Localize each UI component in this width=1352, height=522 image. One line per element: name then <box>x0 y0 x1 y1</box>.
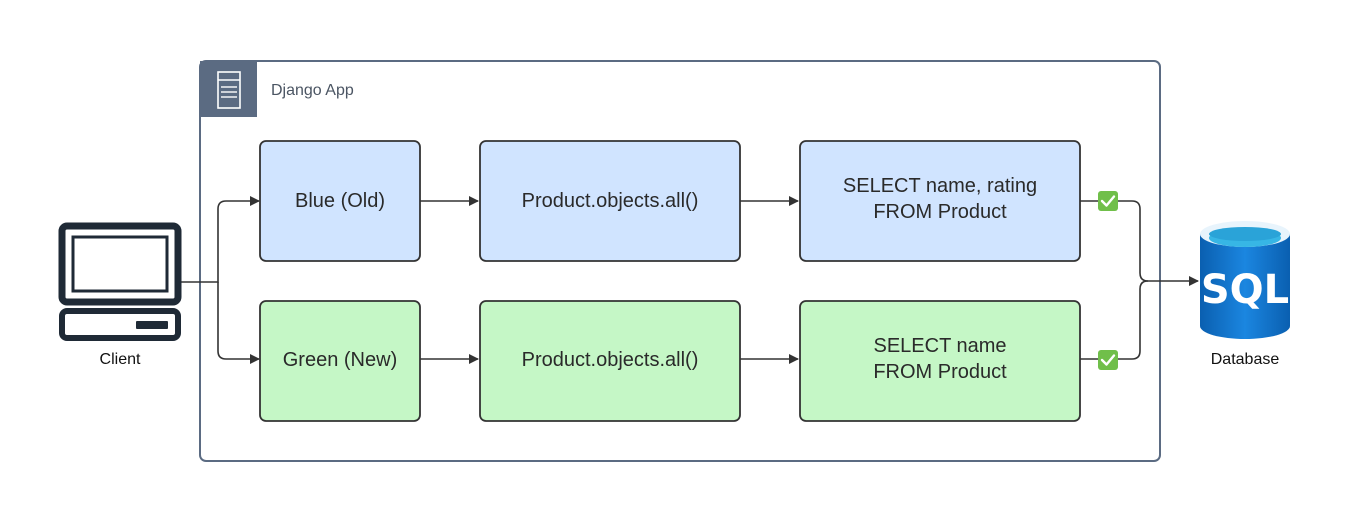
blue-version-box: Blue (Old) <box>259 140 421 262</box>
green-sql-line-2: FROM Product <box>873 361 1007 383</box>
server-icon <box>200 61 257 117</box>
blue-sql-line-1: SELECT name, rating <box>843 175 1037 197</box>
blue-version-label: Blue (Old) <box>295 190 385 212</box>
client-node: Client <box>58 222 182 368</box>
checkmark-icon <box>1098 350 1118 370</box>
database-node: SQL Database <box>1200 221 1290 368</box>
green-orm-label: Product.objects.all() <box>522 349 699 371</box>
client-label: Client <box>100 351 141 368</box>
green-version-box: Green (New) <box>259 300 421 422</box>
connectors <box>180 196 1199 364</box>
green-sql-box: SELECT name FROM Product <box>799 300 1081 422</box>
database-label: Database <box>1211 351 1280 368</box>
sql-icon-text: SQL <box>1201 267 1289 313</box>
computer-monitor-icon <box>58 222 182 341</box>
blue-sql-line-2: FROM Product <box>873 201 1007 223</box>
blue-orm-label: Product.objects.all() <box>522 190 699 212</box>
sql-database-icon: SQL <box>1200 221 1290 339</box>
group-label: Django App <box>271 82 354 99</box>
blue-sql-box: SELECT name, rating FROM Product <box>799 140 1081 262</box>
green-sql-line-1: SELECT name <box>873 335 1006 357</box>
green-orm-box: Product.objects.all() <box>479 300 741 422</box>
blue-orm-box: Product.objects.all() <box>479 140 741 262</box>
green-version-label: Green (New) <box>283 349 397 371</box>
checkmark-icon <box>1098 191 1118 211</box>
